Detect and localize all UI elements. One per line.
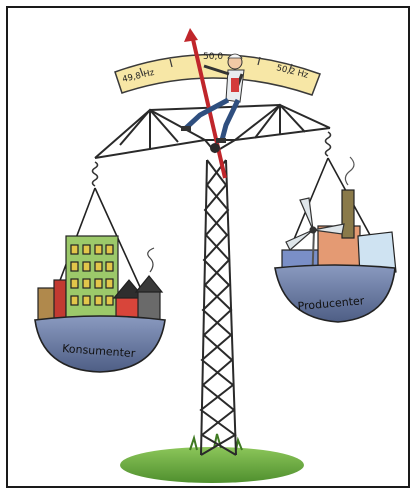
left-spring-icon — [91, 161, 99, 187]
worker-figure — [181, 53, 245, 143]
right-spring-icon — [324, 131, 332, 157]
ground-mound — [120, 447, 304, 483]
right-basket — [274, 264, 396, 323]
frequency-gauge — [114, 53, 321, 96]
wind-turbine-icon — [285, 197, 345, 251]
right-basket-label: Producenter — [297, 294, 365, 313]
pivot-icon — [210, 143, 220, 153]
city-buildings — [37, 235, 164, 331]
gauge-ticks — [139, 56, 293, 77]
needle-arrowhead-icon — [184, 28, 198, 42]
left-basket-label: Konsumenter — [62, 342, 136, 360]
gauge-needle — [190, 34, 227, 179]
lattice-tower — [199, 159, 237, 456]
gauge-center-label: 50,0 — [203, 52, 223, 62]
left-basket — [34, 315, 166, 373]
